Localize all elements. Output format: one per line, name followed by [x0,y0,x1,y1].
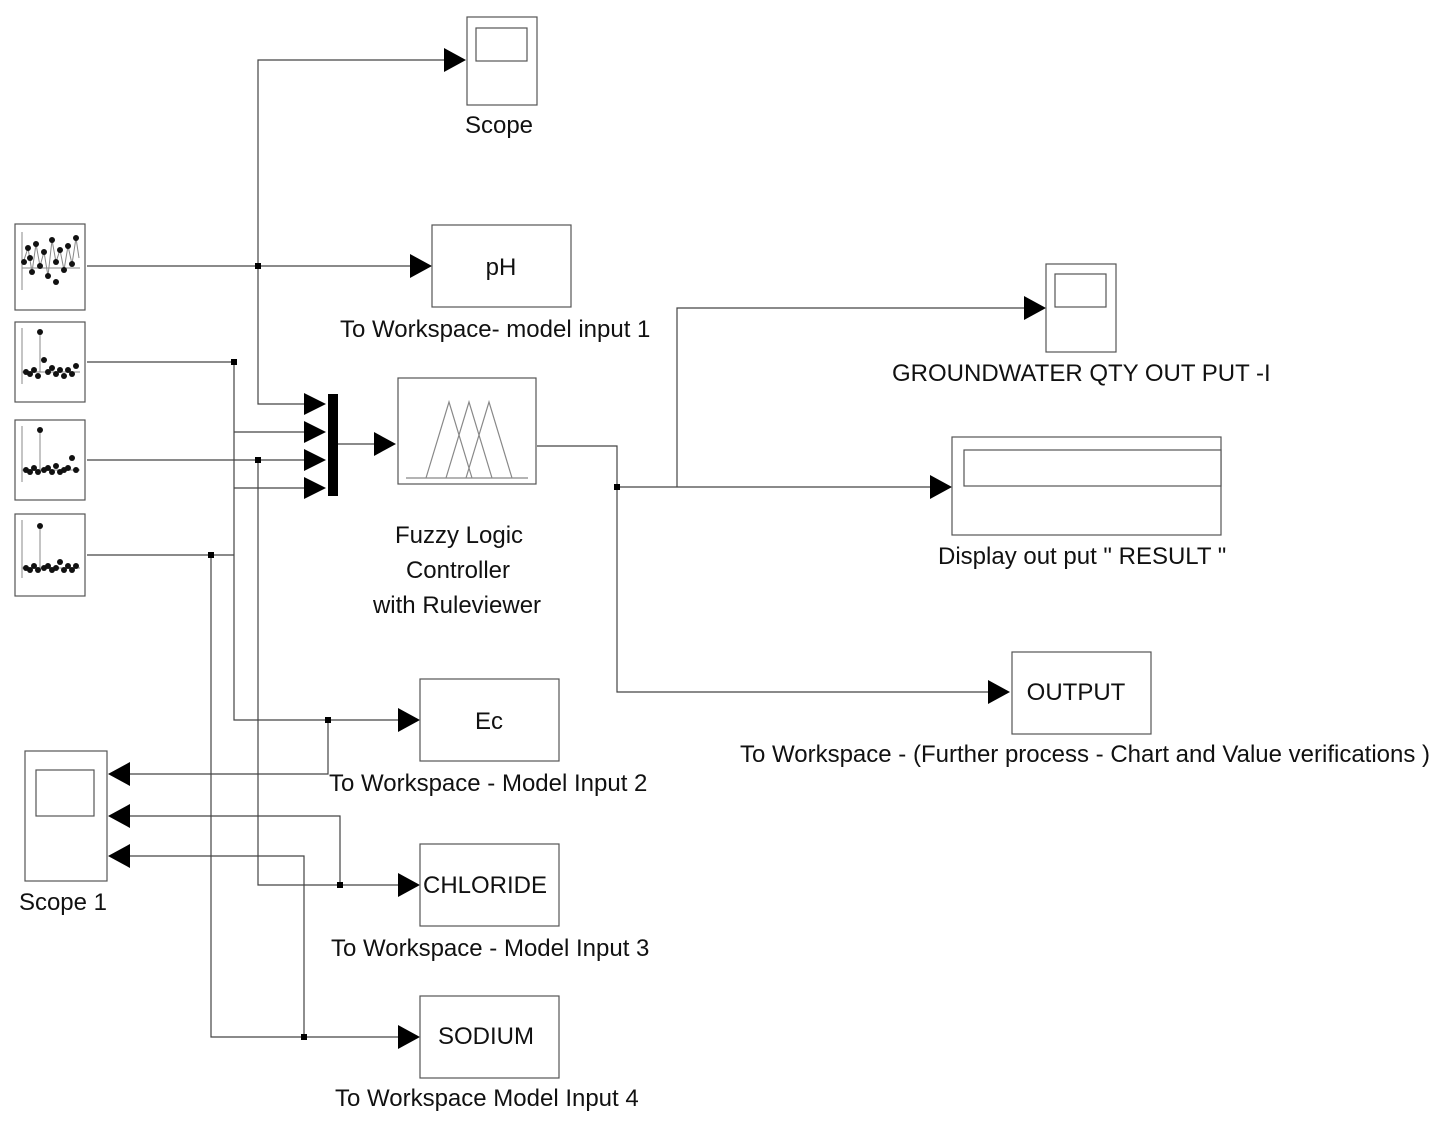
mux-block[interactable] [328,394,338,496]
scope-icon [475,27,528,62]
signal-source-icon [21,232,80,290]
scope-label: Scope [465,112,533,139]
membership-functions-icon [406,399,528,479]
fuzzy-logic-controller-block[interactable] [397,377,537,485]
chloride-block[interactable]: CHLORIDE [419,843,560,927]
arrowheads [108,48,1046,1049]
chloride-block-name: CHLORIDE [423,872,547,899]
output-block-name: OUTPUT [1027,679,1126,706]
display-label: Display out put " RESULT " [938,543,1226,570]
ph-block-name: pH [486,254,517,281]
scope-icon [1054,273,1107,308]
display-readout [963,449,1222,487]
ec-label: To Workspace - Model Input 2 [329,770,647,797]
output-block[interactable]: OUTPUT [1011,651,1152,735]
wire-junctions [208,263,620,1040]
source-block-4[interactable] [14,513,86,597]
chloride-label: To Workspace - Model Input 3 [331,935,649,962]
ph-block[interactable]: pH [431,224,572,308]
source-block-2[interactable] [14,321,86,403]
output-label: To Workspace - (Further process - Chart … [740,741,1430,768]
sodium-label: To Workspace Model Input 4 [335,1085,639,1112]
fuzzy-label-line1: Fuzzy Logic [395,522,523,549]
source-block-3[interactable] [14,419,86,501]
source-block-1[interactable] [14,223,86,311]
groundwater-scope-label: GROUNDWATER QTY OUT PUT -I [892,360,1271,387]
ec-block[interactable]: Ec [419,678,560,762]
display-block[interactable] [951,436,1222,536]
fuzzy-label-line2: Controller [406,557,510,584]
groundwater-scope-block[interactable] [1045,263,1117,353]
signal-source-icon [21,520,80,578]
ph-label: To Workspace- model input 1 [340,316,650,343]
scope-icon [35,769,95,817]
fuzzy-label-line3: with Ruleviewer [372,592,541,619]
scope1-label: Scope 1 [19,889,107,916]
ec-block-name: Ec [475,708,503,735]
signal-source-icon [21,328,80,384]
signal-source-icon [21,426,80,482]
signal-wires [87,59,1024,1038]
scope-block[interactable] [466,16,538,106]
sodium-block[interactable]: SODIUM [419,995,560,1079]
sodium-block-name: SODIUM [438,1023,534,1050]
scope1-block[interactable] [24,750,108,882]
